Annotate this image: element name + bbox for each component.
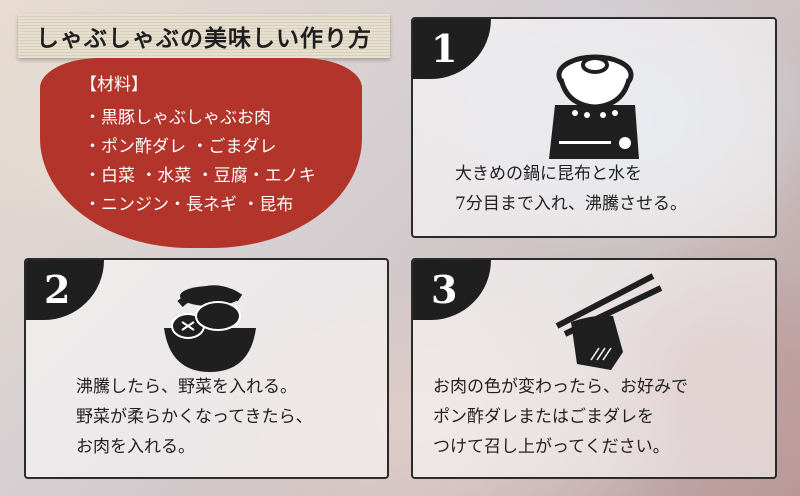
page-title: しゃぶしゃぶの美味しい作り方 (36, 25, 372, 52)
ingredient-line: ・白菜 ・水菜 ・豆腐・エノキ (84, 166, 316, 186)
title-banner: しゃぶしゃぶの美味しい作り方 (18, 14, 390, 58)
ingredients-list: ・黒豚しゃぶしゃぶお肉 ・ポン酢ダレ ・ごまダレ ・白菜 ・水菜 ・豆腐・エノキ… (84, 104, 316, 220)
step-card-1: 1 大きめの鍋に昆布と水を 7分目まで入れ、沸騰させる。 (411, 17, 777, 238)
ingredients-heading: 【材料】 (80, 75, 148, 95)
step-number-badge: 2 (26, 260, 104, 320)
step-card-2: 2 沸騰したら、野菜を入れる。 野菜が柔らかくなってきたら、 お肉を入れる。 (24, 258, 389, 479)
ingredient-line: ・黒豚しゃぶしゃぶお肉 (84, 108, 271, 128)
ingredients-panel (40, 58, 362, 248)
step-number-badge: 3 (413, 260, 491, 320)
ingredient-line: ・ポン酢ダレ ・ごまダレ (84, 137, 277, 157)
ingredient-line: ・ニンジン・長ネギ ・昆布 (84, 195, 294, 215)
step-description: お肉の色が変わったら、お好みで ポン酢ダレまたはごまダレを つけて召し上がってく… (433, 377, 688, 457)
step-number-badge: 1 (413, 19, 491, 79)
step-description: 大きめの鍋に昆布と水を 7分目まで入れ、沸騰させる。 (455, 164, 687, 214)
pot-with-ingredients-icon (164, 285, 256, 372)
pot-on-stove-icon (549, 54, 639, 159)
step-card-3: 3 お肉の色が変わったら、お好みで ポン酢ダレまたはごまダレを つけて召し上がっ… (411, 258, 777, 479)
step-description: 沸騰したら、野菜を入れる。 野菜が柔らかくなってきたら、 お肉を入れる。 (76, 377, 313, 457)
chopsticks-with-meat-icon (555, 273, 663, 370)
